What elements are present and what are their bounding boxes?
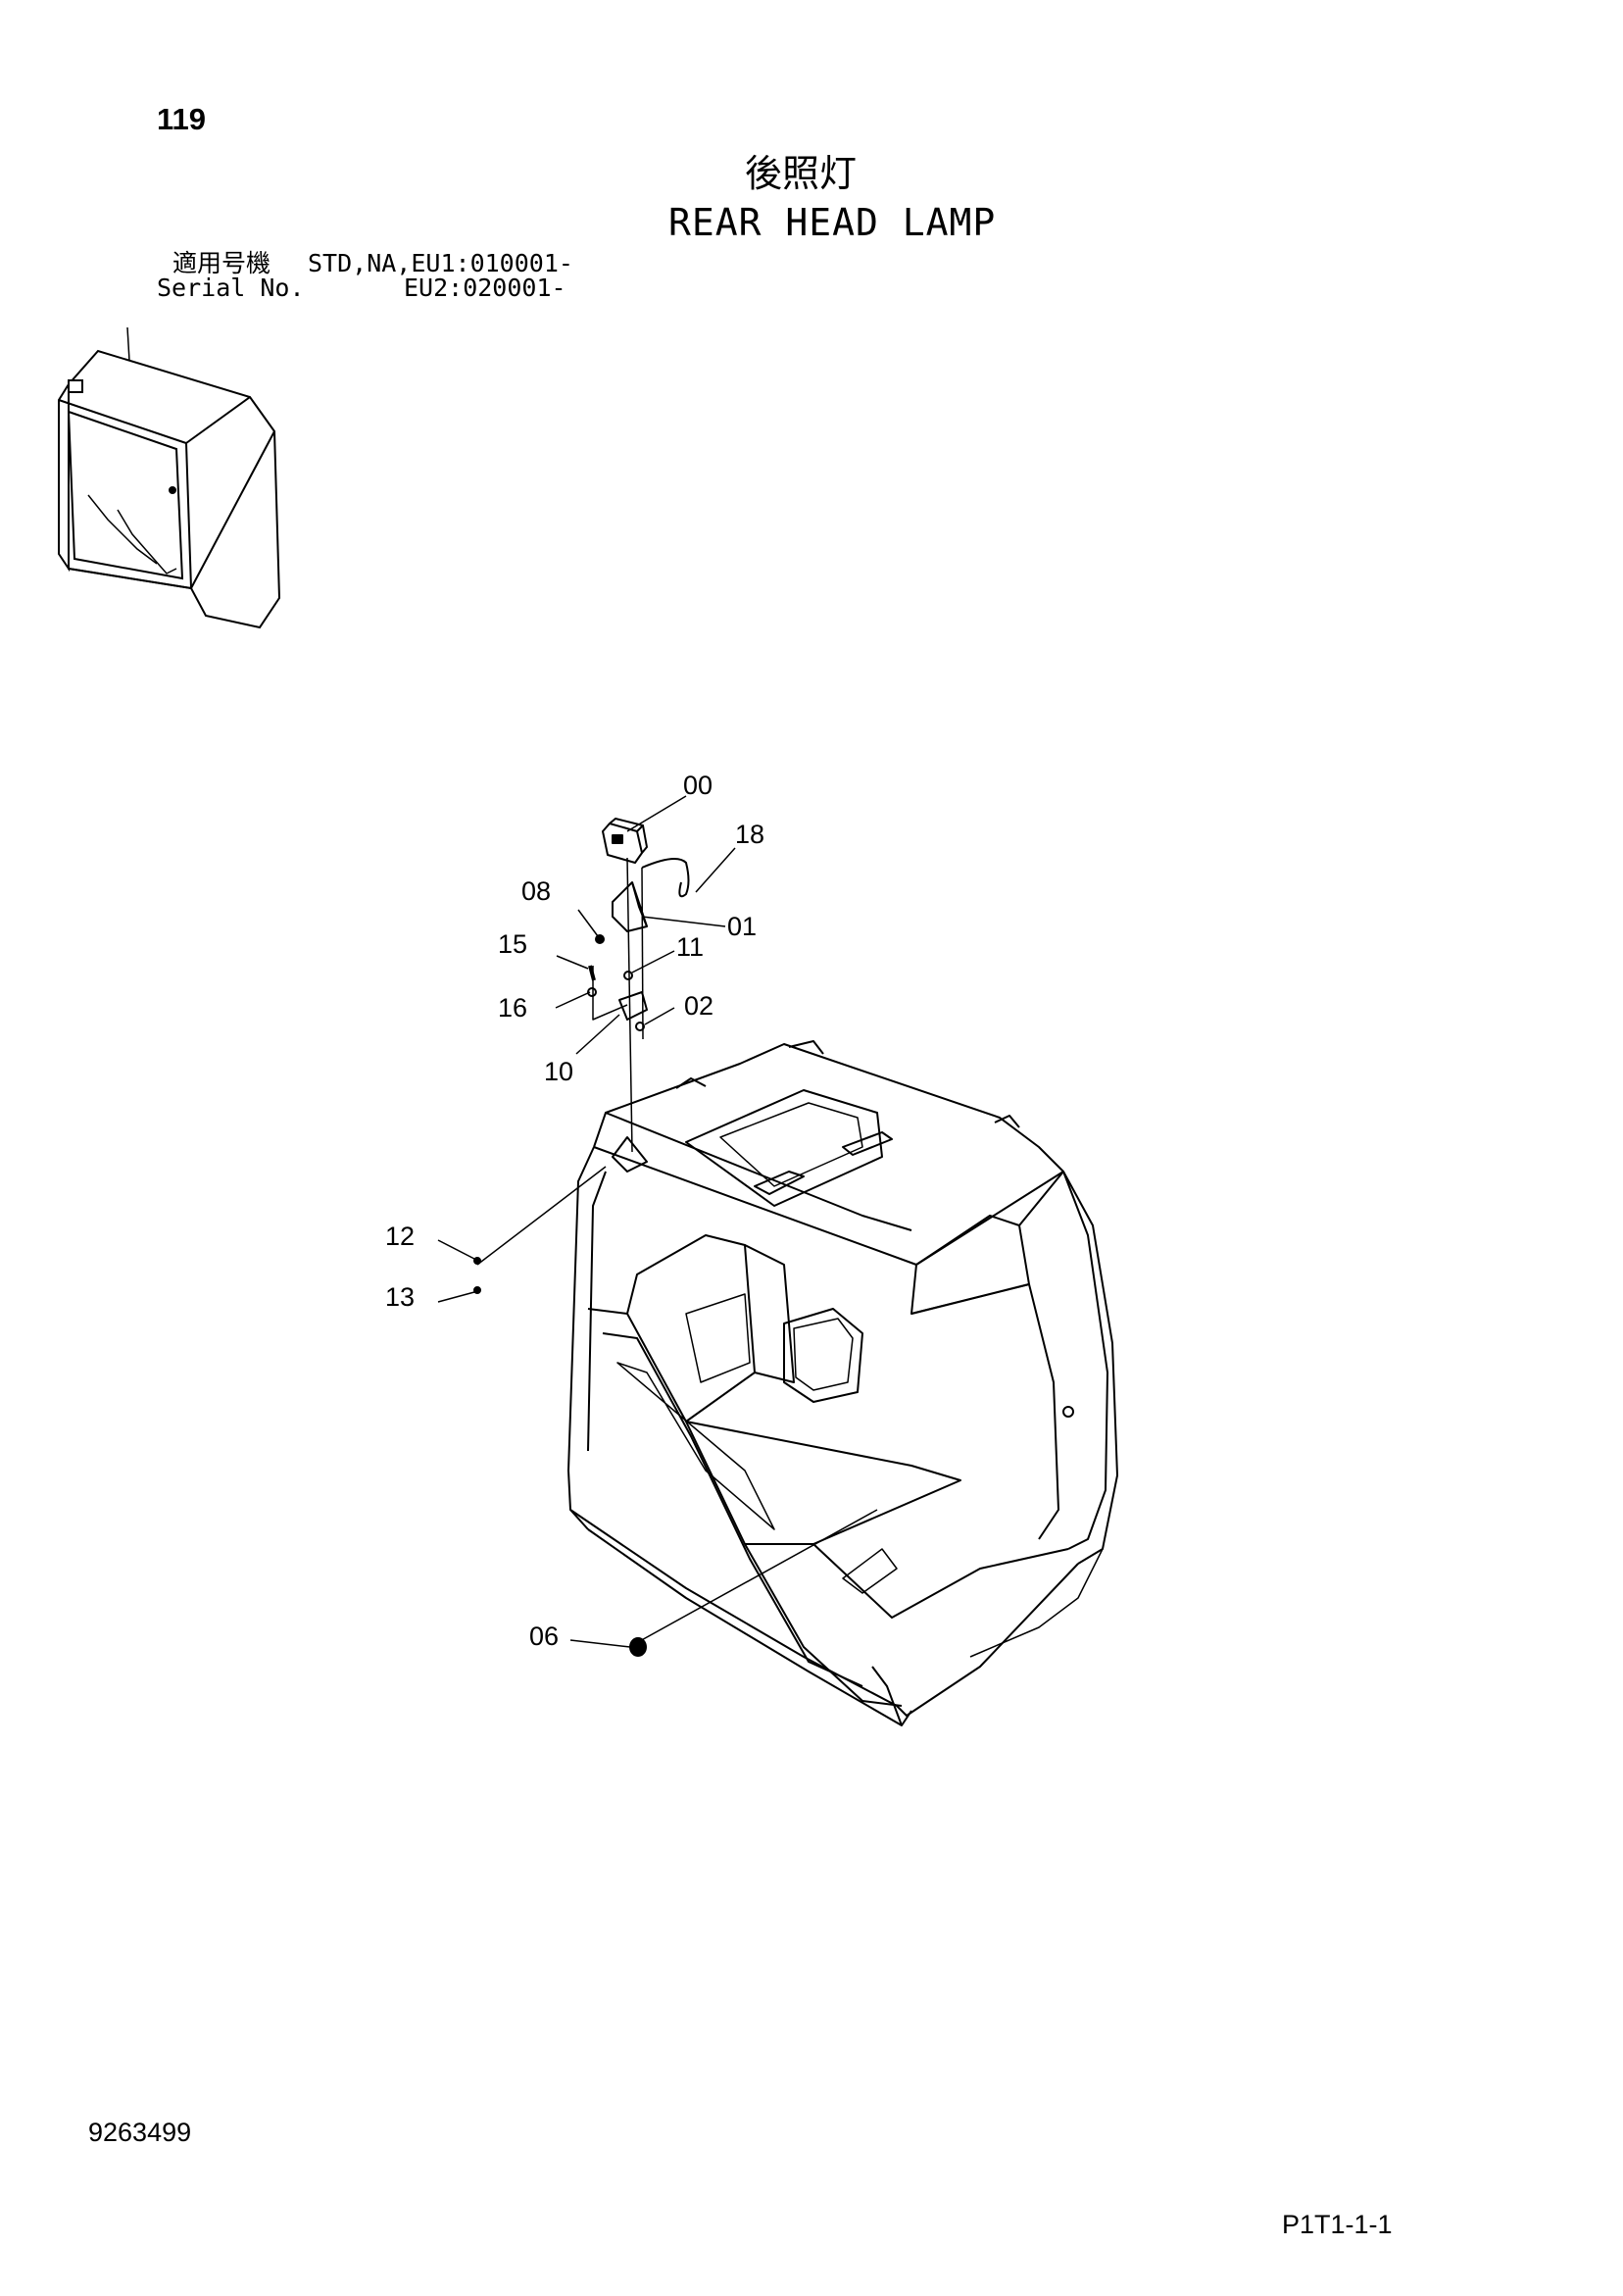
- callout-13: 13: [385, 1282, 415, 1312]
- callout-08: 08: [521, 876, 551, 906]
- lamp-assembly: [473, 818, 878, 1657]
- title-japanese: 後照灯: [745, 152, 858, 195]
- page-number: 119: [157, 102, 207, 136]
- clamp-10: [618, 991, 648, 1021]
- serial-label-english: Serial No.: [157, 274, 305, 302]
- callout-18: 18: [735, 820, 764, 849]
- serial-label-japanese: 適用号機: [172, 249, 271, 277]
- nut-12: [473, 1257, 481, 1265]
- nut-08: [595, 934, 605, 944]
- document-number: 9263499: [88, 2118, 192, 2147]
- callout-10: 10: [544, 1057, 573, 1086]
- wire-harness: [641, 858, 690, 898]
- callout-00: 00: [683, 771, 713, 800]
- callout-12: 12: [385, 1222, 415, 1251]
- callout-16: 16: [498, 993, 527, 1023]
- washer-13: [473, 1286, 481, 1294]
- serial-value-1: STD,NA,EU1:010001-: [308, 249, 573, 277]
- callout-15: 15: [498, 929, 527, 959]
- callout-02: 02: [684, 991, 713, 1021]
- washer-16: [587, 987, 597, 997]
- cab-frame: [567, 1040, 1118, 1726]
- title-english: REAR HEAD LAMP: [668, 201, 997, 244]
- page-reference: P1T1-1-1: [1282, 2210, 1393, 2239]
- locator-thumbnail: [58, 326, 281, 629]
- callout-labels: 00 18 08 01 15 11 16 02 10 12 13 06: [385, 771, 764, 1651]
- callout-01: 01: [727, 912, 757, 941]
- grommet-06: [629, 1637, 647, 1657]
- serial-value-2: EU2:020001-: [404, 274, 566, 302]
- callout-leaders: [437, 795, 736, 1648]
- callout-11: 11: [676, 932, 704, 962]
- washer-11: [623, 971, 633, 980]
- nut-02: [635, 1022, 645, 1031]
- callout-06: 06: [529, 1622, 559, 1651]
